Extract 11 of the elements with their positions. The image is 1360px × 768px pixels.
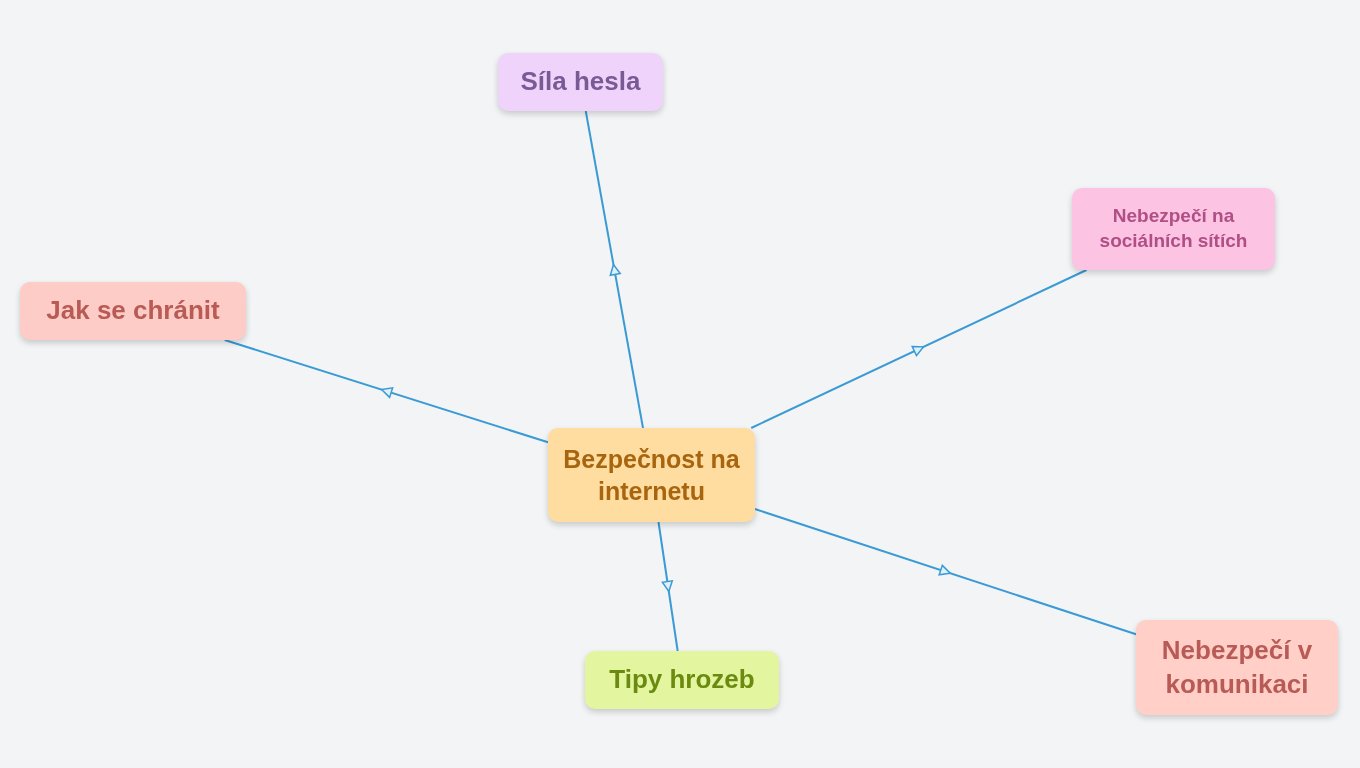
topic-box: Bezpečnost na internetu xyxy=(548,428,755,522)
arrow xyxy=(223,339,549,444)
topic-box: Nebezpečí v komunikaci xyxy=(1136,620,1338,715)
topic-box: Síla hesla xyxy=(498,53,663,111)
arrow xyxy=(750,269,1088,429)
arrow xyxy=(754,508,1137,636)
topic-box: Tipy hrozeb xyxy=(585,651,779,709)
arrow xyxy=(657,521,679,652)
topic-box: Nebezpečí na sociálních sítích xyxy=(1072,188,1275,270)
topic-box: Jak se chránit xyxy=(20,282,246,340)
arrow xyxy=(584,110,644,429)
